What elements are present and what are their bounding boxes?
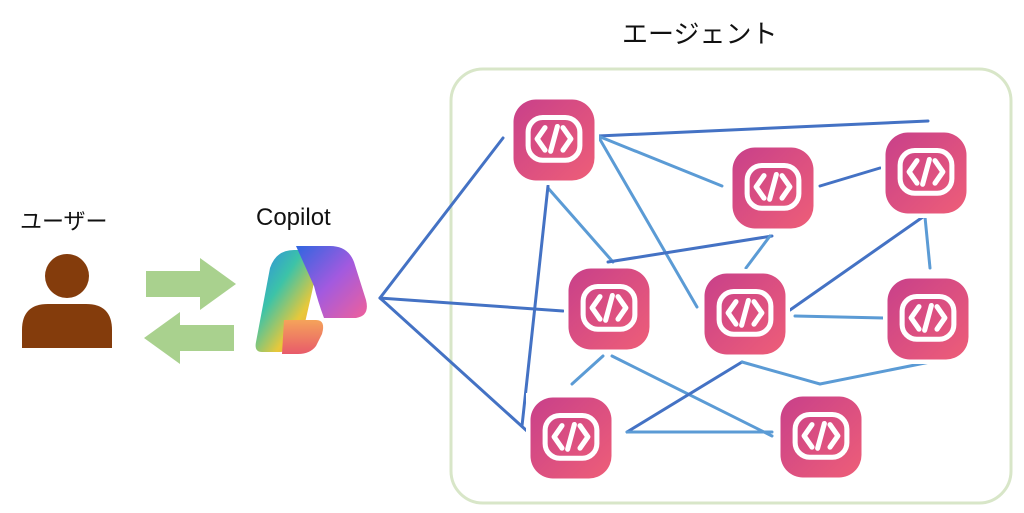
copilot-label: Copilot (256, 204, 331, 231)
agent-tiles (509, 95, 973, 483)
agents-group-title: エージェント (622, 20, 778, 50)
link-a5-a6b (740, 360, 822, 386)
link-a3-a6 (923, 215, 932, 270)
arrow-right-icon (146, 258, 236, 310)
link-a5-a2 (744, 234, 772, 270)
agent-icon-8 (776, 392, 866, 482)
link-a2-a3 (818, 166, 882, 188)
link-copilot-a4 (378, 296, 565, 313)
agent-icon-5 (700, 269, 790, 359)
link-copilot-a7 (378, 296, 529, 433)
agent-icon-7 (526, 393, 616, 483)
link-a7-a5 (625, 360, 744, 434)
agent-icon-2 (728, 143, 818, 233)
agent-icon-3 (881, 128, 971, 218)
link-a5-a6 (793, 314, 886, 320)
connection-lines (378, 119, 932, 438)
link-a1-mid (546, 186, 615, 264)
link-a4-a7 (570, 354, 605, 386)
link-a4-a8 (610, 354, 774, 438)
agent-icon-6 (883, 274, 973, 364)
agent-icon-1 (509, 95, 599, 185)
agent-icon-4 (564, 264, 654, 354)
arrow-left-icon (144, 312, 234, 364)
link-mid-a2 (606, 234, 774, 264)
link-a1-a2 (596, 134, 724, 188)
agents-container (449, 67, 1013, 505)
user-label: ユーザー (20, 210, 108, 235)
link-a1-a3 (596, 119, 930, 138)
arrows-group (144, 258, 236, 364)
link-a1-a5 (596, 134, 699, 309)
person-icon (22, 254, 112, 348)
link-copilot-a1 (378, 136, 505, 300)
link-a5-a3 (788, 210, 932, 312)
link-a6-bottom (818, 360, 932, 386)
link-a1-a7 (520, 184, 550, 428)
copilot-logo-icon (255, 246, 367, 354)
